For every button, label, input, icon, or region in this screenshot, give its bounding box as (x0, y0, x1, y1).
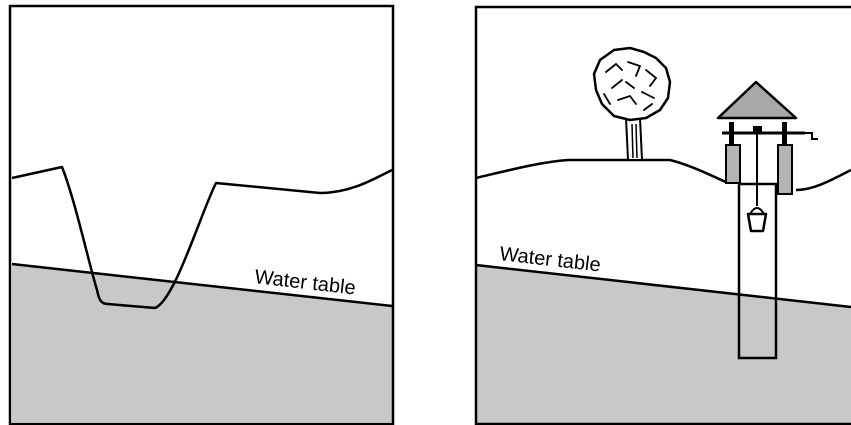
well-roof (718, 82, 796, 118)
left-panel: Water table (10, 6, 393, 424)
tree-trunk (626, 118, 642, 160)
right-land-surface (476, 160, 851, 190)
right-saturated-zone (476, 265, 851, 424)
well-post-left (726, 145, 740, 183)
well-crank (805, 133, 818, 139)
tree-crown (594, 48, 670, 120)
well-pulley (753, 126, 762, 132)
well-post-right (778, 145, 792, 194)
right-panel: Water table (476, 7, 851, 424)
tree-icon (594, 48, 670, 160)
bucket-icon (748, 208, 766, 231)
bucket-body (748, 214, 766, 231)
